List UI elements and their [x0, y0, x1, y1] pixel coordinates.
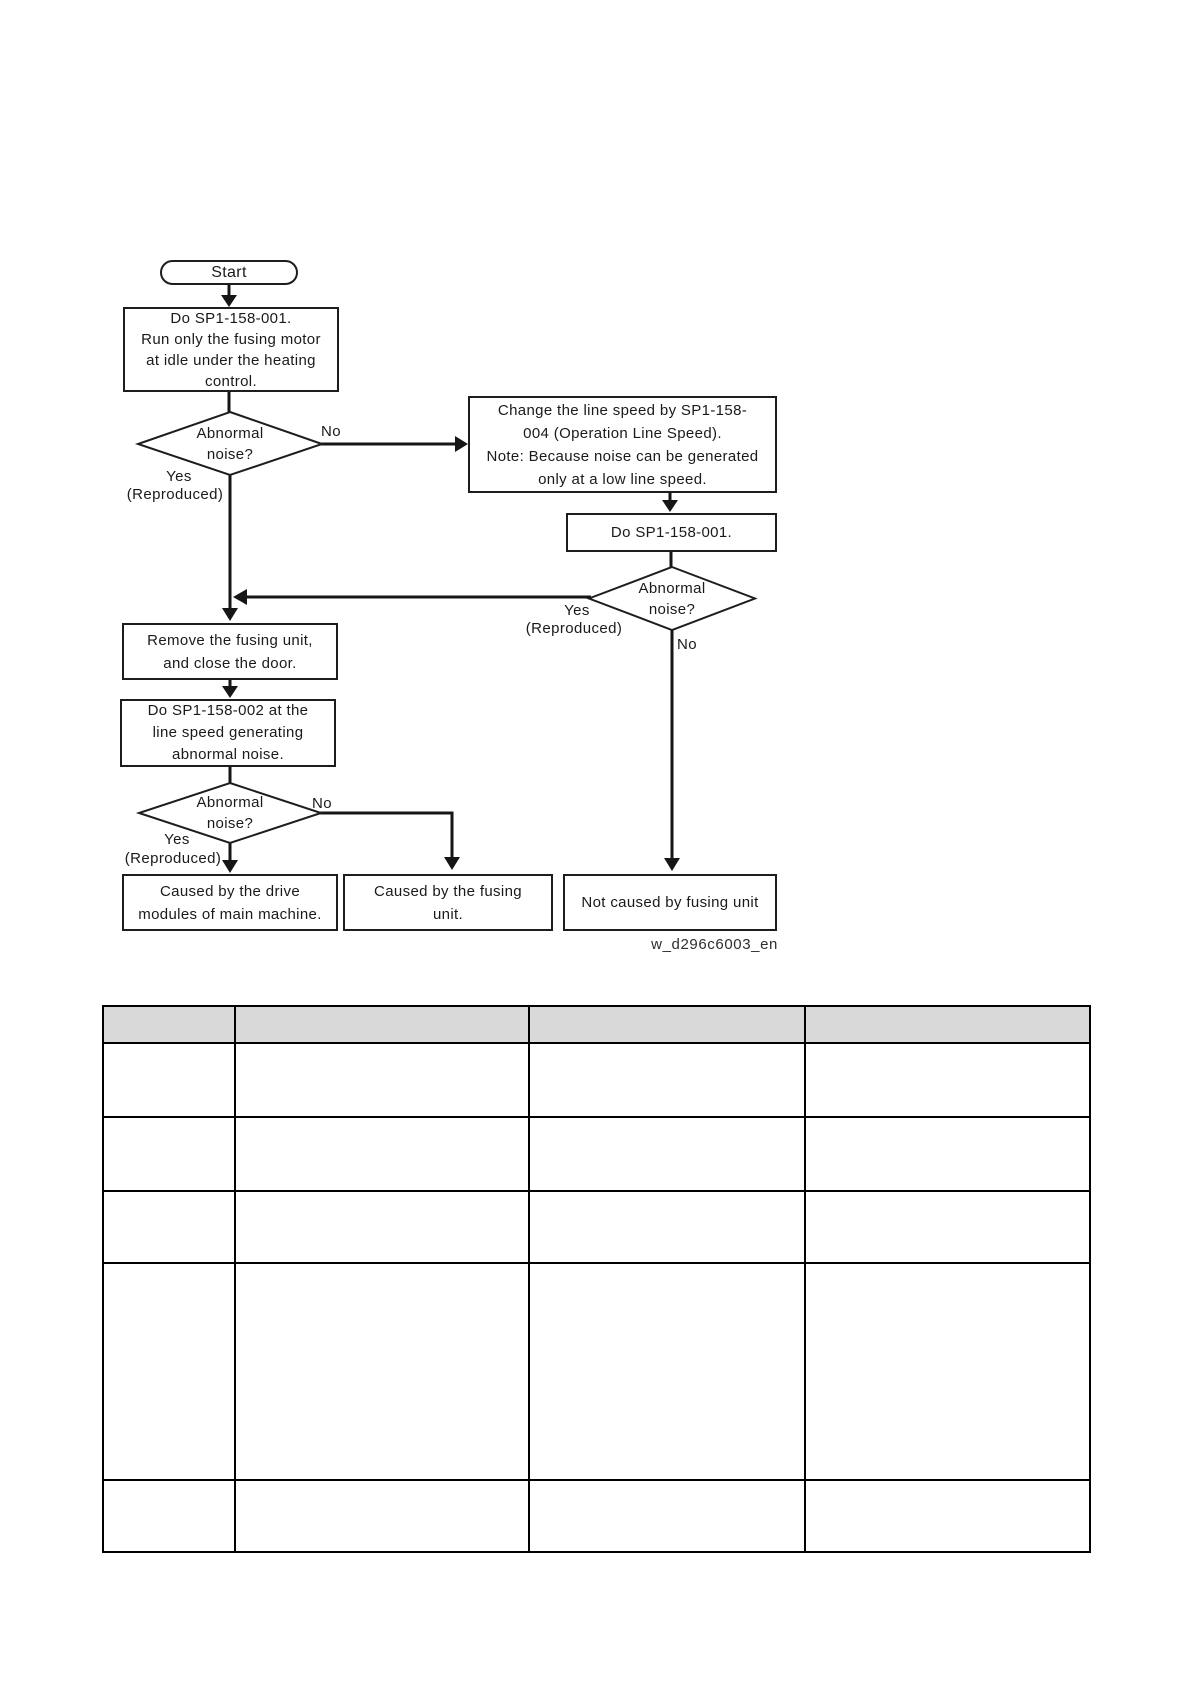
box-line: abnormal noise. — [172, 746, 284, 763]
arrowhead-down — [444, 857, 460, 870]
box-change-line-speed: Change the line speed by SP1-158- 004 (O… — [468, 396, 777, 493]
table-cell — [234, 1479, 530, 1553]
table-cell — [804, 1116, 1091, 1192]
diamond-line: noise? — [206, 445, 254, 463]
box-line: Change the line speed by SP1-158- — [497, 401, 748, 419]
table-cell — [102, 1190, 236, 1264]
box-do-sp1-158-001: Do SP1-158-001. — [566, 513, 777, 552]
connector-no3 — [320, 811, 454, 858]
box-line: and close the door. — [163, 654, 297, 672]
arrowhead-down — [221, 295, 237, 307]
box-line: unit. — [432, 905, 464, 923]
arrowhead-down — [662, 500, 678, 512]
arrowhead-down — [222, 686, 238, 698]
box-line: Do SP1-158-002 at the — [147, 702, 309, 719]
label-reproduced-1: (Reproduced) — [126, 486, 224, 503]
table-header-cell — [528, 1005, 806, 1044]
box-line: modules of main machine. — [138, 905, 322, 923]
box-line: Not caused by fusing unit — [581, 894, 759, 911]
arrowhead-right — [455, 436, 468, 452]
box-caused-by-fusing-unit: Caused by the fusing unit. — [343, 874, 553, 931]
box-line: line speed generating — [152, 724, 304, 741]
box-line: Do SP1-158-001. — [170, 309, 292, 327]
diamond3-abnormal-noise: Abnormal noise? — [139, 783, 321, 843]
label-yes-1: Yes — [166, 468, 192, 485]
diamond-line: Abnormal — [638, 579, 706, 597]
table-row — [102, 1116, 1091, 1192]
table-cell — [528, 1479, 806, 1553]
label-reproduced-3: (Reproduced) — [124, 850, 222, 867]
table-cell — [102, 1116, 236, 1192]
label-yes-3: Yes — [164, 831, 190, 848]
arrowhead-left — [233, 589, 247, 605]
table-cell — [234, 1116, 530, 1192]
box-caused-by-drive-modules: Caused by the drive modules of main mach… — [122, 874, 338, 931]
box-not-caused-by-fusing-unit: Not caused by fusing unit — [563, 874, 777, 931]
table-row — [102, 1190, 1091, 1264]
box-run-fusing-motor: Do SP1-158-001. Run only the fusing moto… — [123, 307, 339, 392]
box-line: Do SP1-158-001. — [610, 524, 733, 541]
start-label: Start — [211, 264, 247, 281]
table-row — [102, 1479, 1091, 1553]
table-cell — [102, 1262, 236, 1481]
box-line: only at a low line speed. — [538, 470, 707, 488]
box-line: at idle under the heating — [146, 351, 316, 369]
diamond2-abnormal-noise: Abnormal noise? — [589, 567, 755, 630]
table-cell — [528, 1262, 806, 1481]
diamond-line: noise? — [648, 600, 696, 618]
blank-table — [102, 1005, 1091, 1553]
box-do-sp1-158-002: Do SP1-158-002 at the line speed generat… — [120, 699, 336, 767]
box-line: Caused by the drive — [159, 882, 301, 900]
diamond-line: Abnormal — [196, 424, 264, 442]
box-remove-fusing-unit: Remove the fusing unit, and close the do… — [122, 623, 338, 680]
table-cell — [528, 1116, 806, 1192]
label-no-1: No — [321, 423, 341, 440]
table-header-cell — [804, 1005, 1091, 1044]
diamond-line: noise? — [206, 815, 254, 832]
box-line: 004 (Operation Line Speed). — [523, 424, 722, 442]
arrowhead-down — [222, 608, 238, 621]
table-cell — [234, 1042, 530, 1118]
table-header-row — [102, 1005, 1091, 1044]
label-yes-2: Yes — [564, 602, 590, 619]
label-reproduced-2: (Reproduced) — [525, 620, 623, 637]
table-cell — [528, 1042, 806, 1118]
table-header-cell — [234, 1005, 530, 1044]
box-line: Remove the fusing unit, — [147, 631, 313, 649]
table-cell — [234, 1262, 530, 1481]
label-no-2: No — [677, 636, 697, 653]
start-terminator: Start — [160, 260, 298, 285]
diamond-line: Abnormal — [196, 794, 264, 811]
table-cell — [528, 1190, 806, 1264]
table-cell — [804, 1190, 1091, 1264]
table-row — [102, 1262, 1091, 1481]
table-cell — [234, 1190, 530, 1264]
arrowhead-down — [664, 858, 680, 871]
table-cell — [804, 1262, 1091, 1481]
table-cell — [804, 1042, 1091, 1118]
table-cell — [102, 1479, 236, 1553]
figure-caption: w_d296c6003_en — [651, 936, 778, 953]
table-cell — [804, 1479, 1091, 1553]
table-cell — [102, 1042, 236, 1118]
diamond1-abnormal-noise: Abnormal noise? — [138, 412, 322, 475]
box-line: Caused by the fusing — [374, 882, 522, 900]
box-line: Run only the fusing motor — [141, 330, 321, 348]
label-no-3: No — [312, 795, 332, 812]
table-row — [102, 1042, 1091, 1118]
box-line: control. — [205, 372, 257, 390]
table-header-cell — [102, 1005, 236, 1044]
box-line: Note: Because noise can be generated — [486, 447, 759, 465]
